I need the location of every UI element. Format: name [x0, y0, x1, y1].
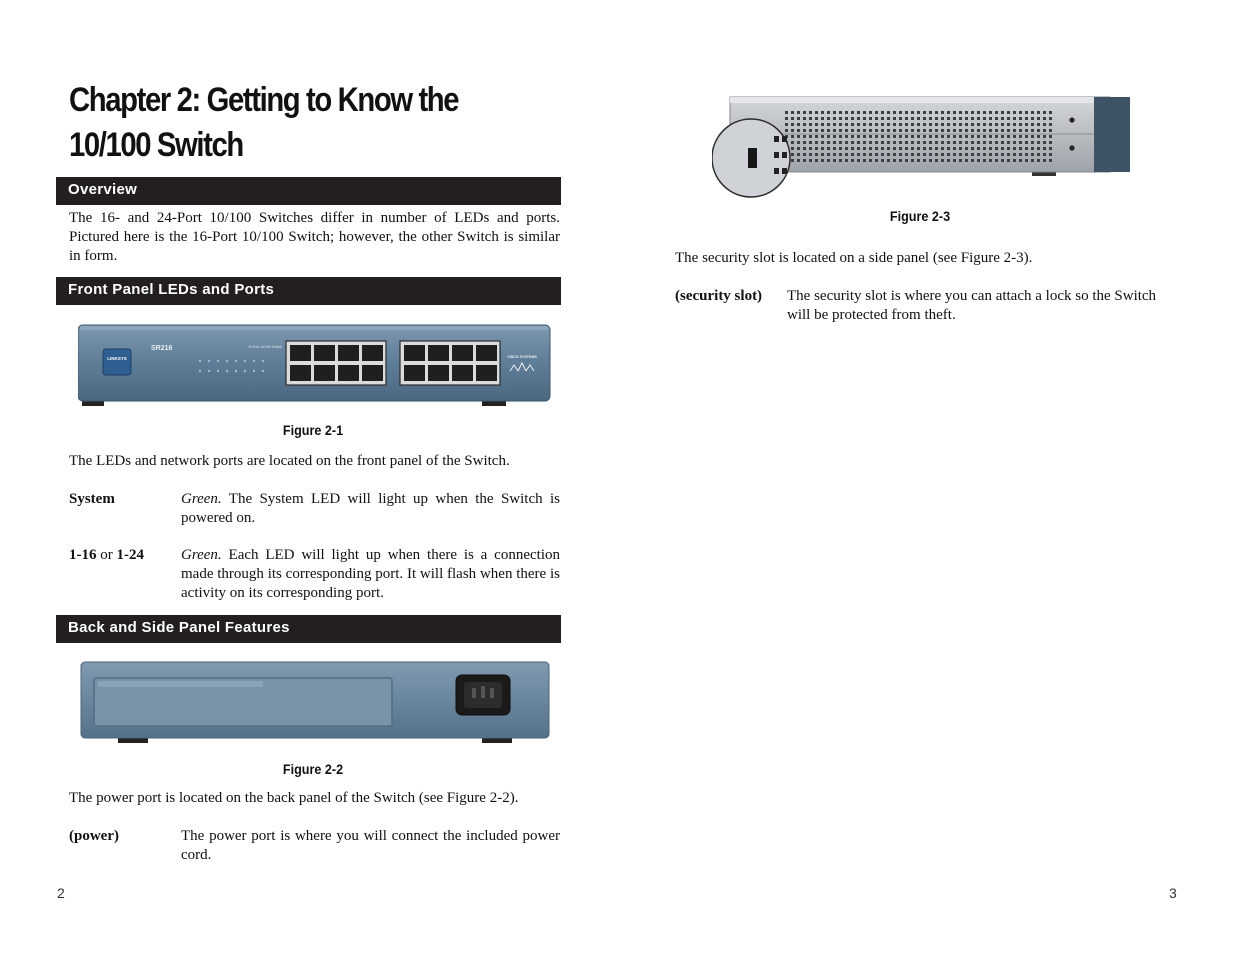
chapter-title-line1: Chapter 2: Getting to Know the [69, 81, 460, 119]
svg-text:SR216: SR216 [151, 345, 173, 352]
figure-2-3-caption: Figure 2-3 [889, 208, 951, 224]
term-security-slot: (security slot) [675, 288, 763, 304]
figure-2-1-caption: Figure 2-1 [282, 422, 344, 438]
term-port-leds: 1-16 or 1-24 [69, 547, 144, 563]
page-number-right: 3 [1169, 885, 1177, 901]
term-system: System [69, 491, 115, 507]
svg-text:LINKSYS: LINKSYS [107, 356, 127, 361]
figure-2-2-caption: Figure 2-2 [282, 761, 344, 777]
desc-port-leds: Green. Each LED will light up when there… [181, 547, 560, 601]
figure-back-panel-image [80, 658, 551, 746]
overview-text: The 16- and 24-Port 10/100 Switches diff… [69, 210, 560, 264]
svg-text:CISCO SYSTEMS: CISCO SYSTEMS [507, 355, 537, 359]
desc-system: Green. The System LED will light up when… [181, 491, 560, 526]
chapter-title-line2: 10/100 Switch [69, 126, 244, 164]
figure-side-panel-image [712, 92, 1134, 202]
chapter-title: Chapter 2: Getting to Know the 10/100 Sw… [69, 78, 482, 168]
back-panel-heading: Back and Side Panel Features [56, 615, 561, 643]
figure-front-panel-image: LINKSYS SR216 16 Port 10/100 Switch CISC… [78, 322, 551, 408]
svg-text:16 Port 10/100 Switch: 16 Port 10/100 Switch [248, 345, 282, 349]
front-panel-heading: Front Panel LEDs and Ports [56, 277, 561, 305]
term-power: (power) [69, 828, 119, 844]
front-panel-intro: The LEDs and network ports are located o… [69, 453, 510, 469]
page-number-left: 2 [57, 885, 65, 901]
back-panel-intro: The power port is located on the back pa… [69, 790, 519, 806]
overview-heading: Overview [56, 177, 561, 205]
side-panel-intro: The security slot is located on a side p… [675, 250, 1033, 266]
desc-power: The power port is where you will connect… [181, 828, 560, 863]
desc-security-slot: The security slot is where you can attac… [787, 288, 1157, 323]
